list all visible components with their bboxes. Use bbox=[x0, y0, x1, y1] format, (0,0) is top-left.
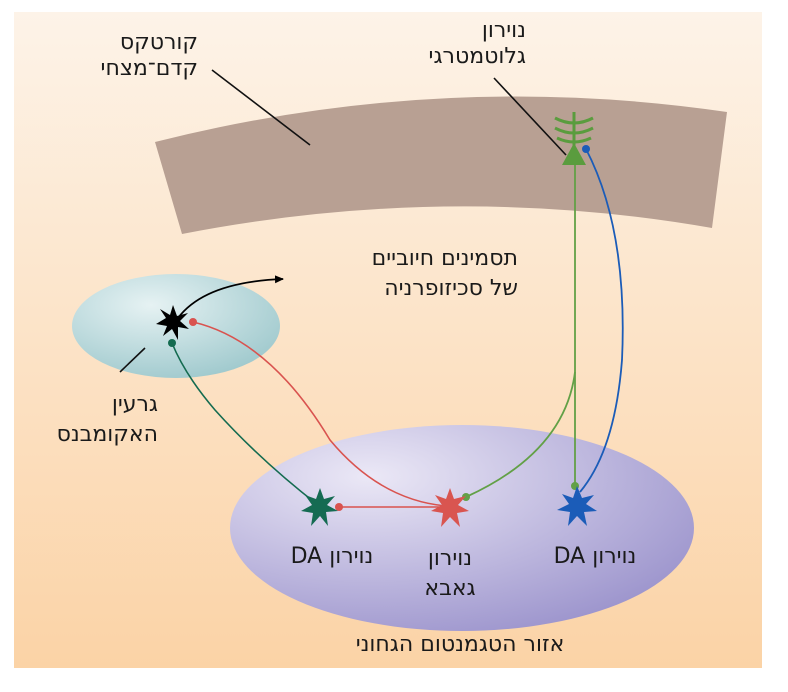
da-blue-axon bbox=[579, 148, 624, 493]
da-neuron-left-text: נוירון DA bbox=[290, 544, 374, 569]
cortex-label: קורטקס קדם־מצחי bbox=[101, 30, 198, 82]
gaba-accumbens-synapse bbox=[189, 318, 197, 326]
glutamatergic-axon-to-gaba bbox=[465, 371, 576, 498]
da-neuron-right-text: נוירון DA bbox=[553, 544, 637, 569]
da-green-axon bbox=[171, 342, 319, 506]
da-neuron-left bbox=[301, 488, 338, 526]
glutamatergic-neuron bbox=[554, 112, 594, 152]
vta-region bbox=[230, 425, 694, 631]
accumbens-label-line2: האקומבנס bbox=[56, 422, 158, 447]
gaba-neuron-label: נוירון גאבא bbox=[410, 544, 490, 604]
cortex-pointer-line bbox=[211, 69, 311, 146]
glutamatergic-neuron-body bbox=[562, 143, 586, 165]
cortex-label-line2: קדם־מצחי bbox=[100, 56, 198, 81]
positive-symptoms-line2: של סכיזופרניה bbox=[384, 276, 518, 301]
positive-symptoms-line1: תסמינים חיוביים bbox=[371, 246, 518, 271]
cortex-label-line1: קורטקס bbox=[119, 30, 198, 55]
da-green-accumbens-synapse bbox=[168, 339, 176, 347]
accumbens-pointer-line bbox=[119, 347, 146, 373]
accumbens-label-line1: גרעין bbox=[111, 392, 158, 417]
glutamatergic-label-line1: נוירון bbox=[481, 18, 526, 43]
glutamatergic-neuron-label: נוירון גלוטמטרגי bbox=[429, 18, 526, 70]
glutamatergic-pointer-line bbox=[493, 77, 567, 156]
gaba-da-left-synapse bbox=[335, 503, 343, 511]
da-neuron-left-label: נוירון DA bbox=[282, 544, 382, 570]
da-neuron-right bbox=[557, 486, 597, 526]
accumbens-label: גרעין האקומבנס bbox=[57, 390, 158, 450]
glutamatergic-label-line2: גלוטמטרגי bbox=[428, 44, 526, 69]
gaba-label-line2: גאבא bbox=[424, 576, 476, 601]
gaba-label-line1: נוירון bbox=[427, 546, 473, 571]
gaba-axon-to-accumbens bbox=[192, 321, 447, 507]
glutamate-synapse-gaba bbox=[462, 493, 470, 501]
accumbens-neuron bbox=[156, 305, 189, 340]
vta-label: אזור הטגמנטום הגחוני bbox=[330, 632, 590, 658]
da-neuron-right-label: נוירון DA bbox=[545, 544, 645, 570]
vta-label-text: אזור הטגמנטום הגחוני bbox=[355, 632, 565, 657]
accumbens-output-arrow bbox=[177, 275, 284, 319]
gaba-neuron bbox=[431, 488, 469, 527]
positive-symptoms-label: תסמינים חיוביים של סכיזופרניה bbox=[372, 244, 518, 304]
da-blue-cortex-synapse bbox=[582, 145, 590, 153]
